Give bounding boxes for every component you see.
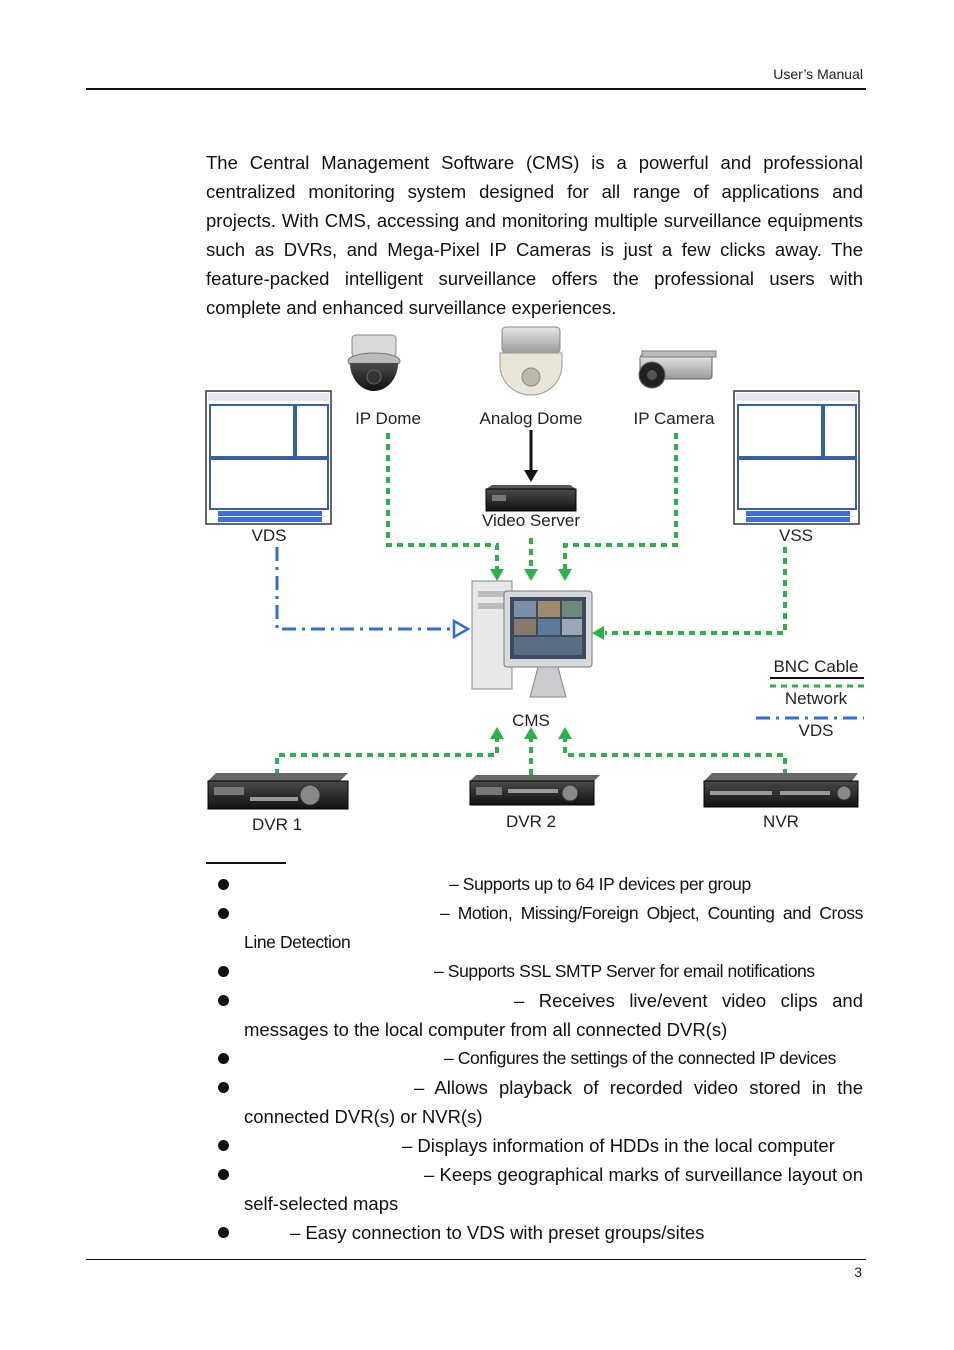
nvr-icon: [703, 773, 859, 808]
dvr1-icon: [207, 773, 349, 810]
legend-bnc-label: BNC Cable: [773, 657, 858, 676]
nvr-network-line: [563, 737, 787, 775]
nvr-arrowhead: [558, 727, 572, 739]
ip-dome-camera-icon: [347, 334, 401, 391]
feature-text: – Receives live/event video clips and me…: [244, 990, 863, 1040]
bullet-icon: [218, 1227, 229, 1238]
bullet-icon: [218, 1140, 229, 1151]
feature-item: – Displays information of HDDs in the lo…: [206, 1131, 863, 1160]
vds-label: VDS: [252, 526, 287, 545]
system-diagram: IP Dome Analog Dome IP Camera Video Serv…: [205, 326, 864, 834]
analog-dome-camera-icon: [499, 326, 563, 396]
legend-network-label: Network: [785, 689, 848, 708]
cms-computer-icon: [471, 580, 593, 698]
vds-link-line: [275, 547, 455, 631]
feature-item: – Allows playback of recorded video stor…: [206, 1073, 863, 1131]
legend-vds-label: VDS: [799, 721, 834, 740]
vss-network-line: [605, 547, 787, 635]
bullet-icon: [218, 995, 229, 1006]
dvr2-label: DVR 2: [506, 812, 556, 831]
videoserver-arrowhead: [524, 569, 538, 581]
feature-item: – Configures the settings of the connect…: [206, 1044, 863, 1073]
vss-arrowhead: [592, 626, 604, 640]
bnc-arrowhead: [524, 470, 538, 482]
nvr-label: NVR: [763, 812, 799, 831]
feature-text: – Configures the settings of the connect…: [444, 1048, 836, 1068]
feature-text: – Supports SSL SMTP Server for email not…: [434, 961, 815, 981]
bullet-icon: [218, 966, 229, 977]
video-server-label: Video Server: [482, 511, 580, 530]
bullet-icon: [218, 1053, 229, 1064]
header-title: User’s Manual: [773, 66, 863, 82]
intro-paragraph: The Central Management Software (CMS) is…: [206, 152, 863, 318]
bullet-icon: [218, 908, 229, 919]
vds-window-icon: [205, 390, 332, 525]
feature-item: – Receives live/event video clips and me…: [206, 986, 863, 1044]
ipcamera-arrowhead: [558, 569, 572, 581]
cms-label: CMS: [512, 711, 550, 730]
dvr1-label: DVR 1: [252, 815, 302, 834]
ipcamera-network-line: [563, 433, 678, 573]
feature-text: – Supports up to 64 IP devices per group: [449, 874, 751, 894]
vss-window-icon: [733, 390, 860, 525]
feature-text: – Motion, Missing/Foreign Object, Counti…: [244, 903, 863, 952]
feature-item: – Supports up to 64 IP devices per group: [206, 870, 863, 899]
ipdome-network-line: [386, 433, 499, 573]
legend: BNC Cable Network VDS: [756, 657, 864, 740]
section-rule: [206, 862, 286, 864]
dvr2-icon: [469, 775, 600, 806]
feature-list: – Supports up to 64 IP devices per group…: [206, 870, 863, 1247]
vds-arrowhead: [452, 618, 471, 640]
bullet-icon: [218, 1082, 229, 1093]
feature-item: – Easy connection to VDS with preset gro…: [206, 1218, 863, 1247]
bullet-icon: [218, 1169, 229, 1180]
dvr1-arrowhead: [490, 727, 504, 739]
ip-camera-icon: [638, 350, 717, 389]
page-number: 3: [854, 1264, 862, 1280]
ip-camera-label: IP Camera: [634, 409, 715, 428]
feature-text: – Displays information of HDDs in the lo…: [402, 1135, 835, 1156]
header-rule: [86, 88, 866, 90]
footer-rule: [86, 1259, 866, 1260]
video-server-icon: [485, 485, 577, 512]
ip-dome-label: IP Dome: [355, 409, 421, 428]
feature-text: – Keeps geographical marks of surveillan…: [244, 1164, 863, 1214]
feature-item: – Keeps geographical marks of surveillan…: [206, 1160, 863, 1218]
feature-item: – Motion, Missing/Foreign Object, Counti…: [206, 899, 863, 957]
feature-item: – Supports SSL SMTP Server for email not…: [206, 957, 863, 986]
bullet-icon: [218, 879, 229, 890]
ipdome-arrowhead: [490, 569, 504, 581]
dvr2-arrowhead: [524, 727, 538, 739]
feature-text: – Easy connection to VDS with preset gro…: [290, 1222, 705, 1243]
analog-dome-label: Analog Dome: [479, 409, 582, 428]
feature-text: – Allows playback of recorded video stor…: [244, 1077, 863, 1127]
dvr1-network-line: [275, 737, 499, 775]
vss-label: VSS: [779, 526, 813, 545]
